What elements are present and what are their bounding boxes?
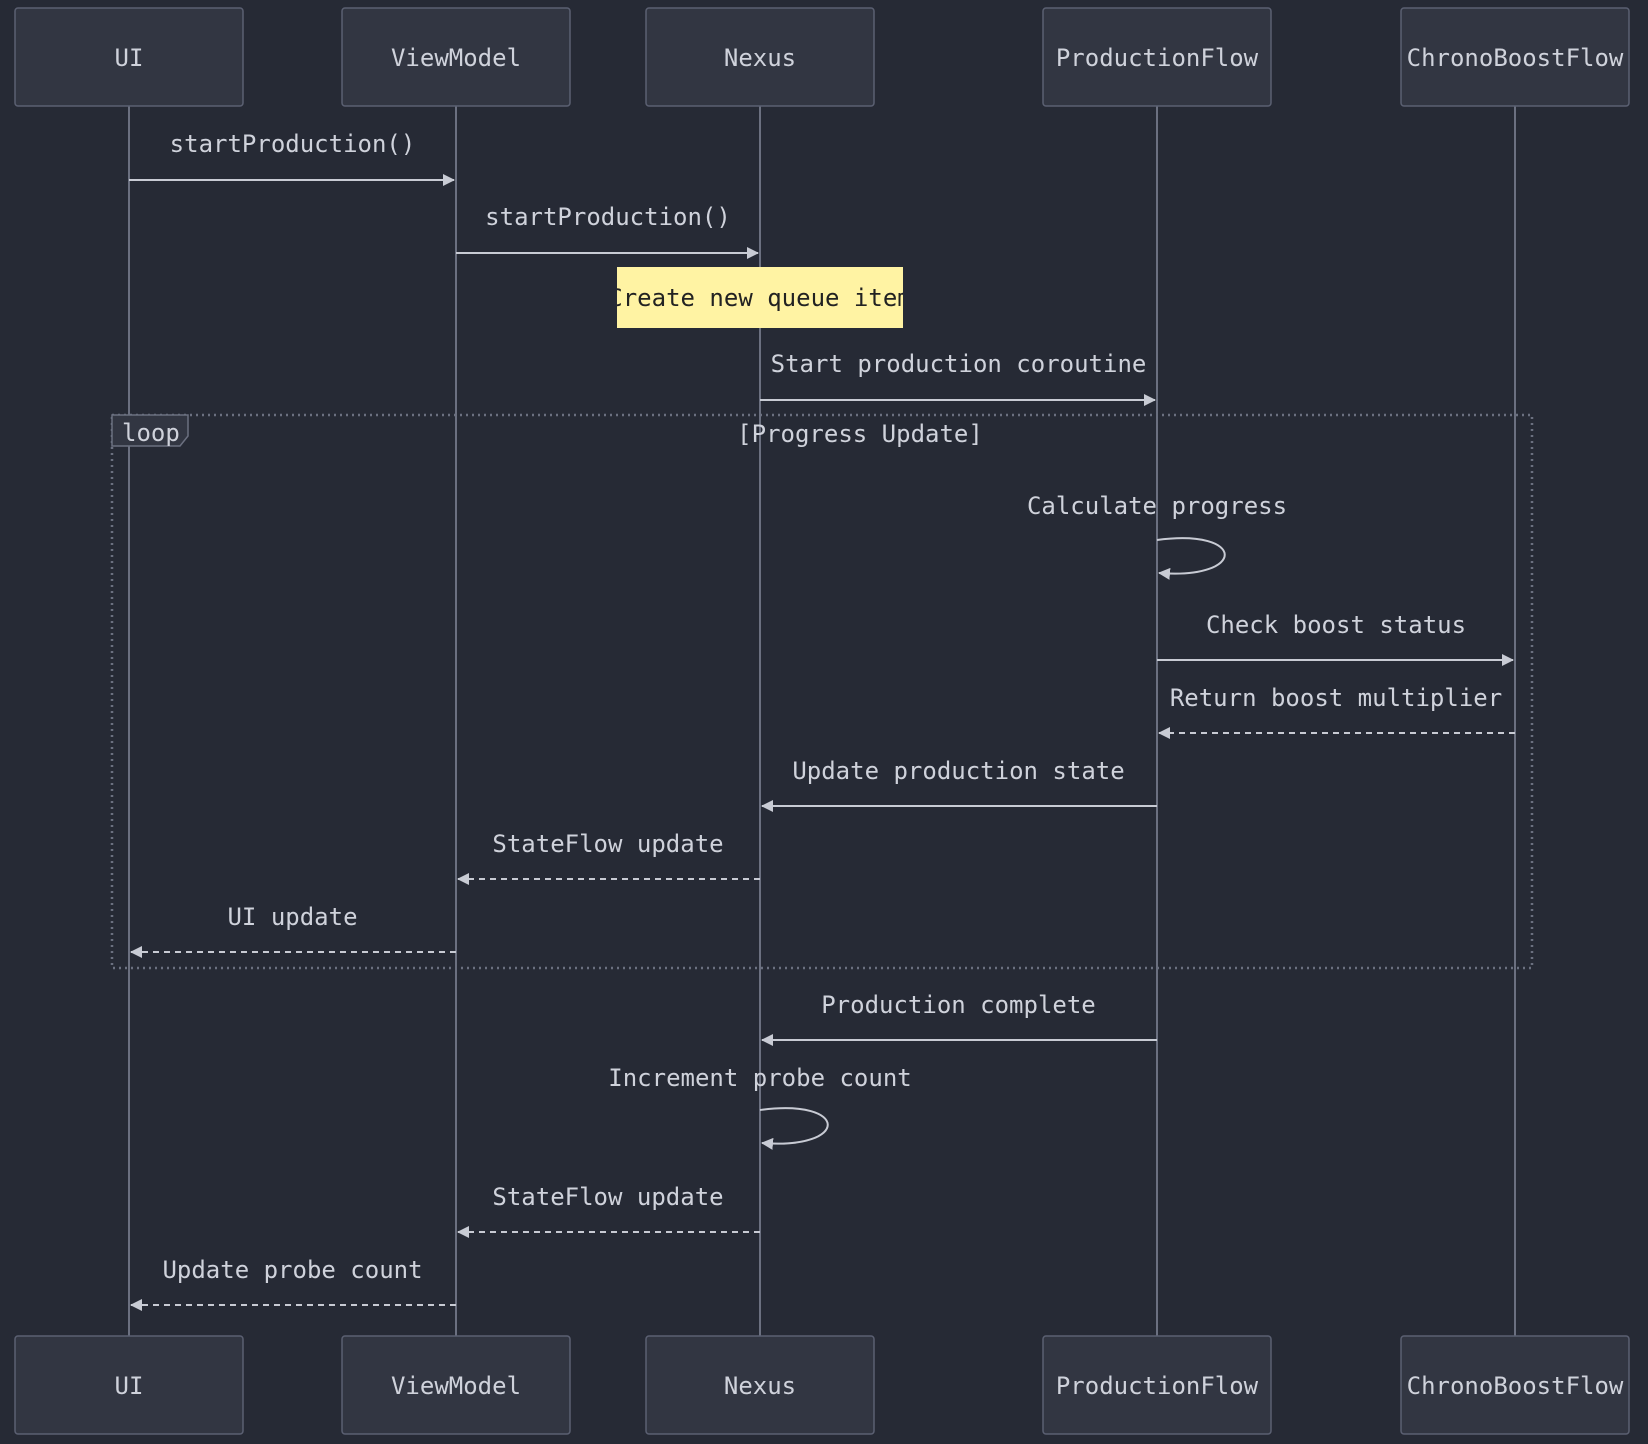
message-label: Start production coroutine: [771, 350, 1147, 378]
message-10: Production complete: [761, 991, 1157, 1046]
message-label: UI update: [227, 903, 357, 931]
message-label: startProduction(): [170, 130, 416, 158]
actor-nexus-bottom: Nexus: [645, 1335, 875, 1435]
message-label: Return boost multiplier: [1170, 684, 1502, 712]
actor-box: [1400, 1335, 1630, 1435]
actor-label: Nexus: [724, 44, 796, 72]
actor-chronoboostflow-top: ChronoBoostFlow: [1400, 7, 1630, 107]
message-11: Increment probe count: [608, 1064, 912, 1150]
self-message-arrow: [1156, 537, 1226, 580]
actor-box: [1042, 7, 1272, 107]
actor-label: ViewModel: [391, 1372, 521, 1400]
actor-ui-bottom: UI: [14, 1335, 244, 1435]
message-9: UI update: [130, 903, 456, 958]
message-label: Update probe count: [162, 1256, 422, 1284]
actor-productionflow-bottom: ProductionFlow: [1042, 1335, 1272, 1435]
actor-box: [341, 7, 571, 107]
actor-label: UI: [115, 1372, 144, 1400]
message-4: Calculate progress: [1027, 492, 1287, 580]
message-2: startProduction(): [456, 203, 759, 259]
message-label: StateFlow update: [492, 1183, 723, 1211]
actor-label: ProductionFlow: [1056, 1372, 1259, 1400]
message-7: Update production state: [761, 757, 1157, 812]
actor-box: [14, 7, 244, 107]
actor-box: [1400, 7, 1630, 107]
actor-box: [645, 1335, 875, 1435]
loop-label: loop: [122, 419, 180, 447]
loop-condition: [Progress Update]: [737, 420, 983, 448]
message-12: StateFlow update: [457, 1183, 760, 1238]
note: Create new queue item: [608, 267, 911, 328]
message-1: startProduction(): [129, 130, 455, 186]
actor-label: ViewModel: [391, 44, 521, 72]
actor-label: ProductionFlow: [1056, 44, 1259, 72]
actor-viewmodel-top: ViewModel: [341, 7, 571, 107]
actor-label: ChronoBoostFlow: [1407, 1372, 1624, 1400]
message-label: Increment probe count: [608, 1064, 911, 1092]
message-label: Calculate progress: [1027, 492, 1287, 520]
actor-box: [14, 1335, 244, 1435]
note-text: Create new queue item: [608, 284, 911, 312]
actor-productionflow-top: ProductionFlow: [1042, 7, 1272, 107]
actor-nexus-top: Nexus: [645, 7, 875, 107]
message-5: Check boost status: [1157, 611, 1514, 666]
actor-label: UI: [115, 44, 144, 72]
message-label: startProduction(): [485, 203, 731, 231]
actor-box: [645, 7, 875, 107]
message-13: Update probe count: [130, 1256, 456, 1311]
loop-border: [110, 413, 1534, 970]
message-6: Return boost multiplier: [1158, 684, 1515, 739]
message-label: Update production state: [792, 757, 1124, 785]
message-label: StateFlow update: [492, 830, 723, 858]
actor-label: Nexus: [724, 1372, 796, 1400]
message-label: Check boost status: [1206, 611, 1466, 639]
self-message-arrow: [759, 1107, 829, 1150]
actor-box: [341, 1335, 571, 1435]
actor-ui-top: UI: [14, 7, 244, 107]
actor-chronoboostflow-bottom: ChronoBoostFlow: [1400, 1335, 1630, 1435]
note-box: [617, 267, 903, 328]
message-3: Start production coroutine: [760, 350, 1156, 406]
message-label: Production complete: [821, 991, 1096, 1019]
loop-tab: [111, 414, 189, 447]
actor-label: ChronoBoostFlow: [1407, 44, 1624, 72]
actor-box: [1042, 1335, 1272, 1435]
actor-viewmodel-bottom: ViewModel: [341, 1335, 571, 1435]
message-8: StateFlow update: [457, 830, 760, 885]
loop-frame: loop [Progress Update]: [110, 413, 1534, 970]
